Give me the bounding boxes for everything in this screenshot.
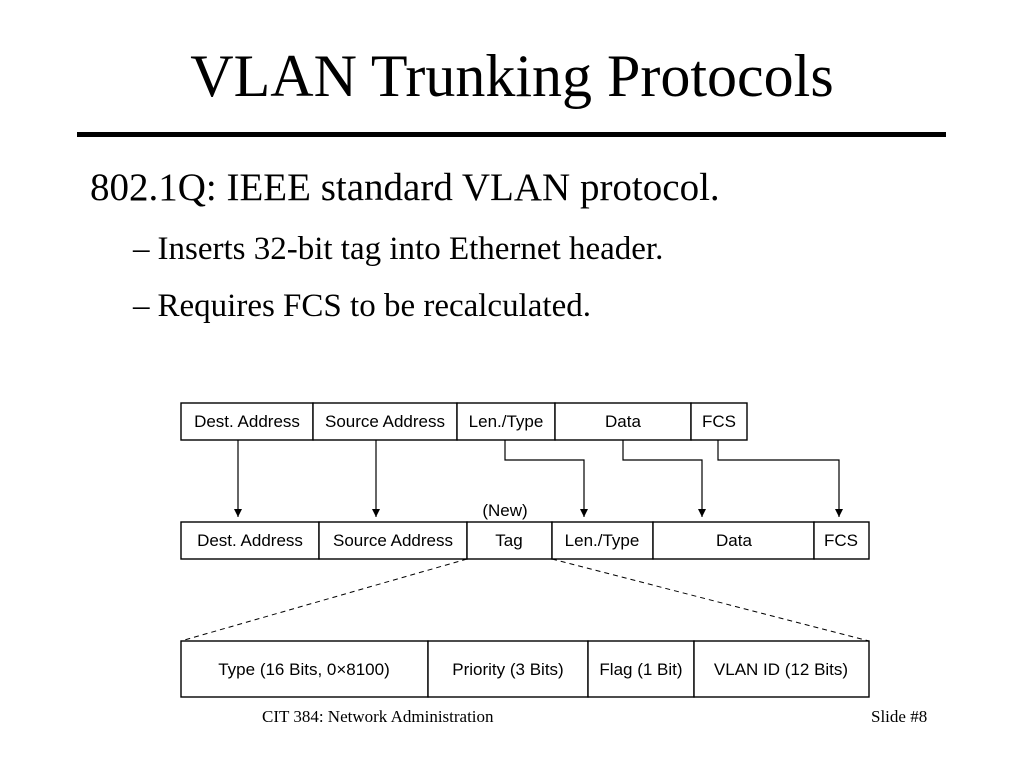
- arrow-len-type: [504, 440, 588, 517]
- sub-bullet-inserts-tag: –Inserts 32-bit tag into Ethernet header…: [133, 229, 663, 269]
- tagged-field-len-type-box: [551, 521, 654, 560]
- orig-field-source-address-box: [312, 402, 458, 441]
- tag-field-vlan-id: VLAN ID (12 Bits): [714, 660, 848, 679]
- sub-bullet-text: Requires FCS to be recalculated.: [157, 288, 591, 324]
- tagged-field-data-box: [652, 521, 815, 560]
- slide-title: VLAN Trunking Protocols: [190, 43, 834, 109]
- tag-field-type: Type (16 Bits, 0×8100): [218, 660, 390, 679]
- footer-slide-number: Slide #8: [871, 707, 928, 726]
- tagged-field-fcs-box: [813, 521, 870, 560]
- tagged-field-len-type: Len./Type: [565, 531, 640, 550]
- tag-expansion-lines: [180, 558, 870, 642]
- footer-course: CIT 384: Network Administration: [262, 707, 494, 726]
- orig-field-fcs: FCS: [702, 412, 736, 431]
- new-tag-marker: (New): [482, 501, 527, 520]
- tag-field-type-box: [180, 640, 429, 698]
- orig-field-fcs-box: [690, 402, 748, 441]
- mapping-arrows: [234, 440, 843, 517]
- expansion-line-left: [180, 558, 468, 642]
- tag-field-breakdown: Type (16 Bits, 0×8100) Priority (3 Bits)…: [180, 640, 870, 698]
- tagged-field-source-address-box: [318, 521, 468, 560]
- tagged-field-fcs: FCS: [824, 531, 858, 550]
- title-underline: [77, 132, 946, 137]
- tag-field-vlan-id-box: [693, 640, 870, 698]
- orig-field-len-type-box: [456, 402, 556, 441]
- orig-field-len-type: Len./Type: [469, 412, 544, 431]
- arrow-data: [622, 440, 706, 517]
- orig-field-data: Data: [605, 412, 641, 431]
- tag-field-priority-box: [427, 640, 589, 698]
- tag-field-priority: Priority (3 Bits): [452, 660, 563, 679]
- tagged-field-source-address: Source Address: [333, 531, 453, 550]
- expansion-line-right: [551, 558, 870, 642]
- sub-bullet-fcs: –Requires FCS to be recalculated.: [133, 286, 591, 326]
- sub-bullet-text: Inserts 32-bit tag into Ethernet header.: [157, 231, 664, 267]
- orig-field-dest-address: Dest. Address: [194, 412, 300, 431]
- original-frame: Dest. Address Source Address Len./Type D…: [180, 402, 748, 441]
- orig-field-dest-address-box: [180, 402, 314, 441]
- bullet-dash: –: [133, 231, 150, 267]
- tagged-field-dest-address: Dest. Address: [197, 531, 303, 550]
- tag-field-flag-box: [587, 640, 695, 698]
- tagged-field-tag: Tag: [495, 531, 522, 550]
- tagged-frame: Dest. Address Source Address Tag Len./Ty…: [180, 521, 870, 560]
- orig-field-source-address: Source Address: [325, 412, 445, 431]
- arrow-fcs: [717, 440, 843, 517]
- tagged-field-dest-address-box: [180, 521, 320, 560]
- bullet-dash: –: [133, 288, 150, 324]
- orig-field-data-box: [554, 402, 692, 441]
- tag-field-flag: Flag (1 Bit): [599, 660, 682, 679]
- tagged-field-data: Data: [716, 531, 752, 550]
- tagged-field-tag-box: [466, 521, 553, 560]
- bullet-8021q: 802.1Q: IEEE standard VLAN protocol.: [90, 166, 720, 209]
